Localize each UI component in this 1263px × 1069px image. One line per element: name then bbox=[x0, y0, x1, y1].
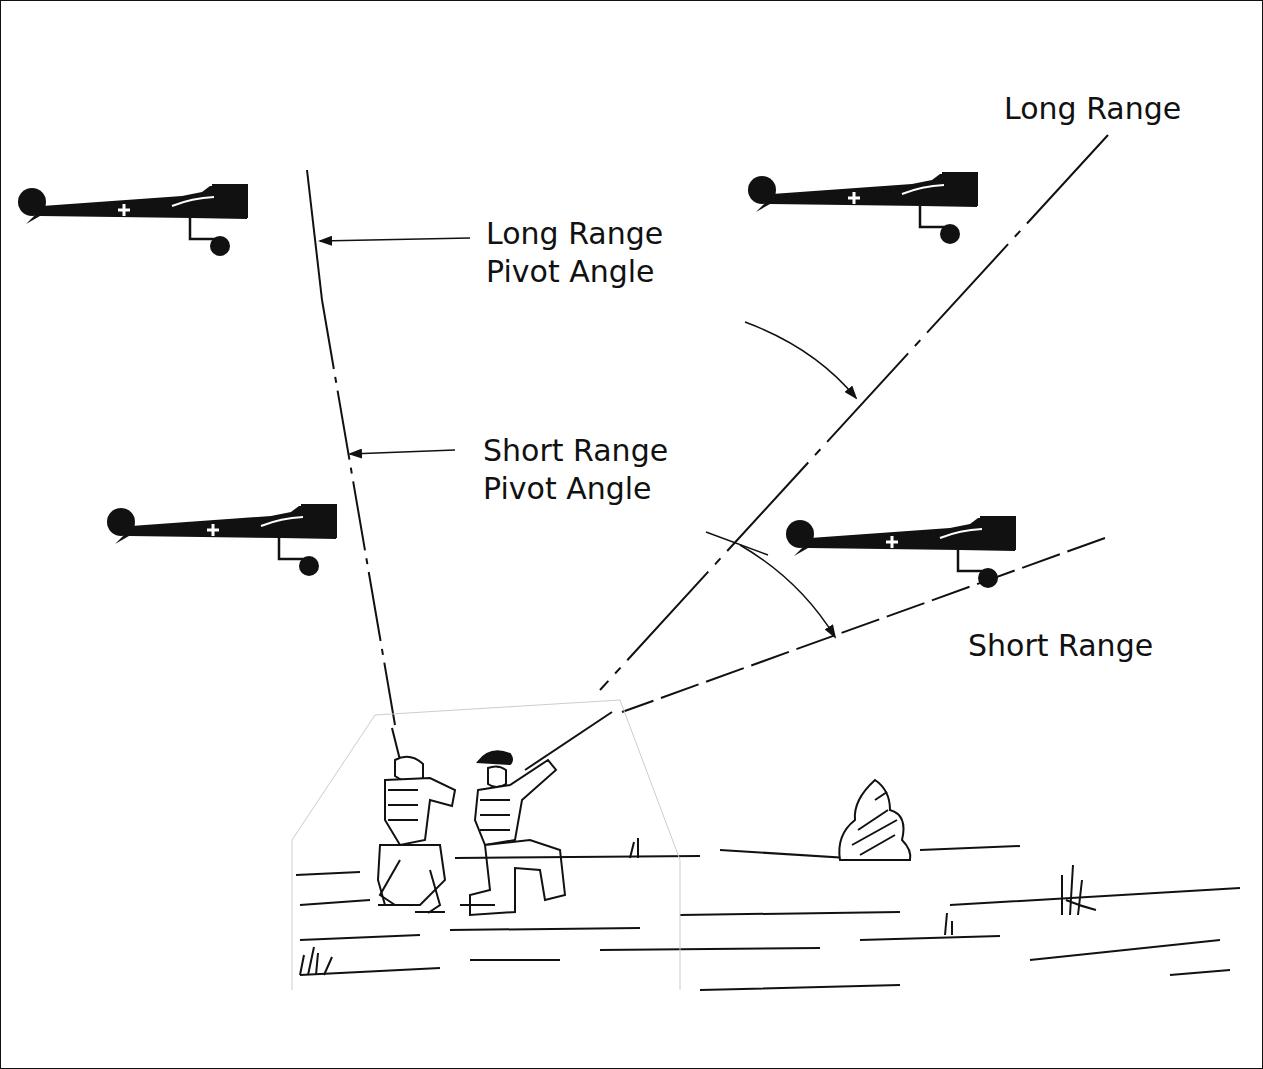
pivot-angle-label: Short Range Pivot Angle bbox=[479, 432, 717, 508]
pivot-angle-label: Long Range Pivot Angle bbox=[482, 215, 720, 291]
range-label: Long Range bbox=[1000, 90, 1185, 128]
range-label: Short Range bbox=[964, 627, 1157, 665]
